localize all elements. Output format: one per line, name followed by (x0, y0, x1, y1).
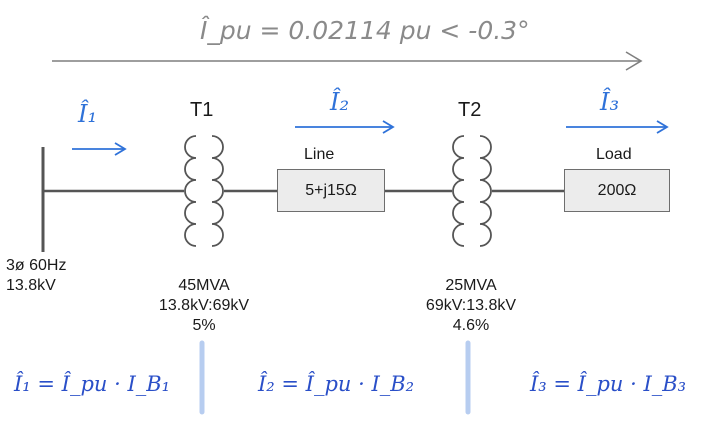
line-impedance-box: 5+j15Ω (277, 169, 385, 212)
line-impedance-value: 5+j15Ω (305, 181, 357, 199)
top-annotation-arrow (52, 51, 643, 71)
load-impedance-value: 200Ω (597, 181, 637, 199)
t1-impedance: 5% (192, 317, 216, 334)
i2-label: Î₂ (330, 88, 350, 116)
equation-3: Î₃ = Î_pu · I_B₃ (530, 372, 687, 396)
t2-rating: 25MVA (445, 277, 497, 294)
top-annotation: Î_pu = 0.02114 pu < -0.3° (200, 16, 530, 45)
i1-arrow (72, 142, 127, 156)
equation-1: Î₁ = Î_pu · I_B₁ (14, 372, 171, 396)
line-label: Line (304, 146, 335, 163)
t2-voltage: 69kV:13.8kV (425, 297, 517, 314)
t1-voltage: 13.8kV:69kV (158, 297, 250, 314)
source-frequency: 3ø 60Hz (6, 257, 67, 274)
t1-rating: 45MVA (178, 277, 230, 294)
t2-impedance: 4.6% (452, 317, 490, 334)
i3-arrow (566, 120, 669, 134)
t1-name: T1 (190, 99, 214, 121)
i3-label: Î₃ (600, 88, 620, 116)
equation-2: Î₂ = Î_pu · I_B₂ (258, 372, 415, 396)
t1-coils (184, 135, 224, 247)
i1-label: Î₁ (78, 100, 98, 128)
load-label: Load (596, 146, 632, 163)
load-impedance-box: 200Ω (564, 169, 670, 212)
i2-arrow (295, 120, 395, 134)
source-voltage: 13.8kV (6, 277, 56, 294)
t2-coils (452, 135, 492, 247)
t2-name: T2 (458, 99, 482, 121)
